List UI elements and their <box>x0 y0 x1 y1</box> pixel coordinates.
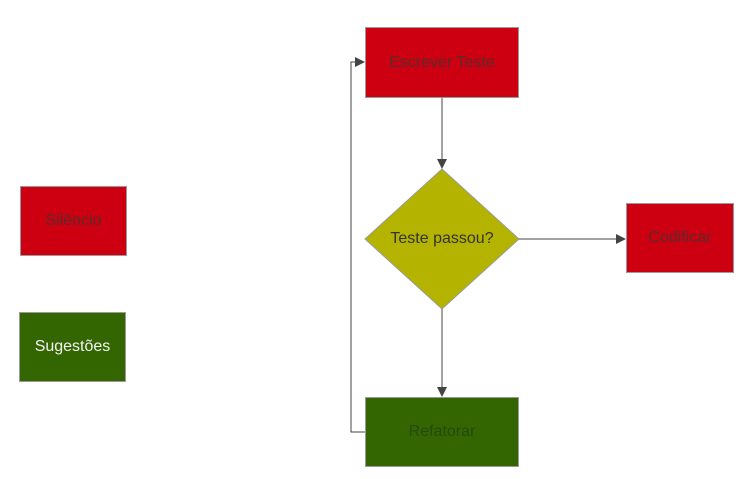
write-test-label: Escrever Teste <box>389 53 495 71</box>
write-test-node[interactable]: Escrever Teste <box>365 27 519 98</box>
code-label: Codificar <box>648 229 712 246</box>
decision-label: Teste passou? <box>390 230 494 247</box>
legend-silence-label: Silêncio <box>45 212 102 229</box>
legend-suggestions-label: Sugestões <box>34 338 111 355</box>
refactor-node[interactable]: Refatorar <box>365 397 519 467</box>
code-node[interactable]: Codificar <box>626 203 734 273</box>
legend-suggestions-box[interactable]: Sugestões <box>19 312 126 382</box>
refactor-label: Refatorar <box>408 423 476 440</box>
edge-refactor-to-write <box>350 57 365 433</box>
legend-silence-box[interactable]: Silêncio <box>20 186 127 256</box>
